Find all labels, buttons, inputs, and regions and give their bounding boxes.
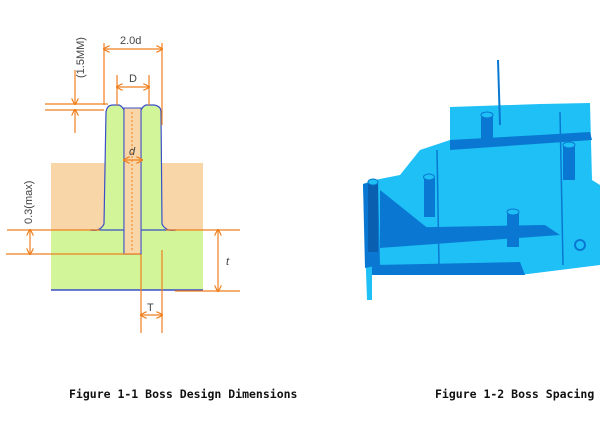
- label-0-3max: 0.3(max): [23, 181, 35, 224]
- label-2-0d: 2.0d: [120, 35, 141, 47]
- label-d: d: [129, 146, 136, 158]
- label-D: D: [129, 73, 137, 85]
- label-t: t: [226, 256, 230, 268]
- dimension-lines: [6, 43, 240, 333]
- label-1-5mm: (1.5MM): [75, 37, 87, 78]
- figure-2-caption: Figure 1-2 Boss Spacing: [435, 387, 595, 401]
- figure-1-caption: Figure 1-1 Boss Design Dimensions: [69, 387, 298, 401]
- figure-2-part-model: [363, 59, 600, 300]
- label-T: T: [147, 302, 154, 314]
